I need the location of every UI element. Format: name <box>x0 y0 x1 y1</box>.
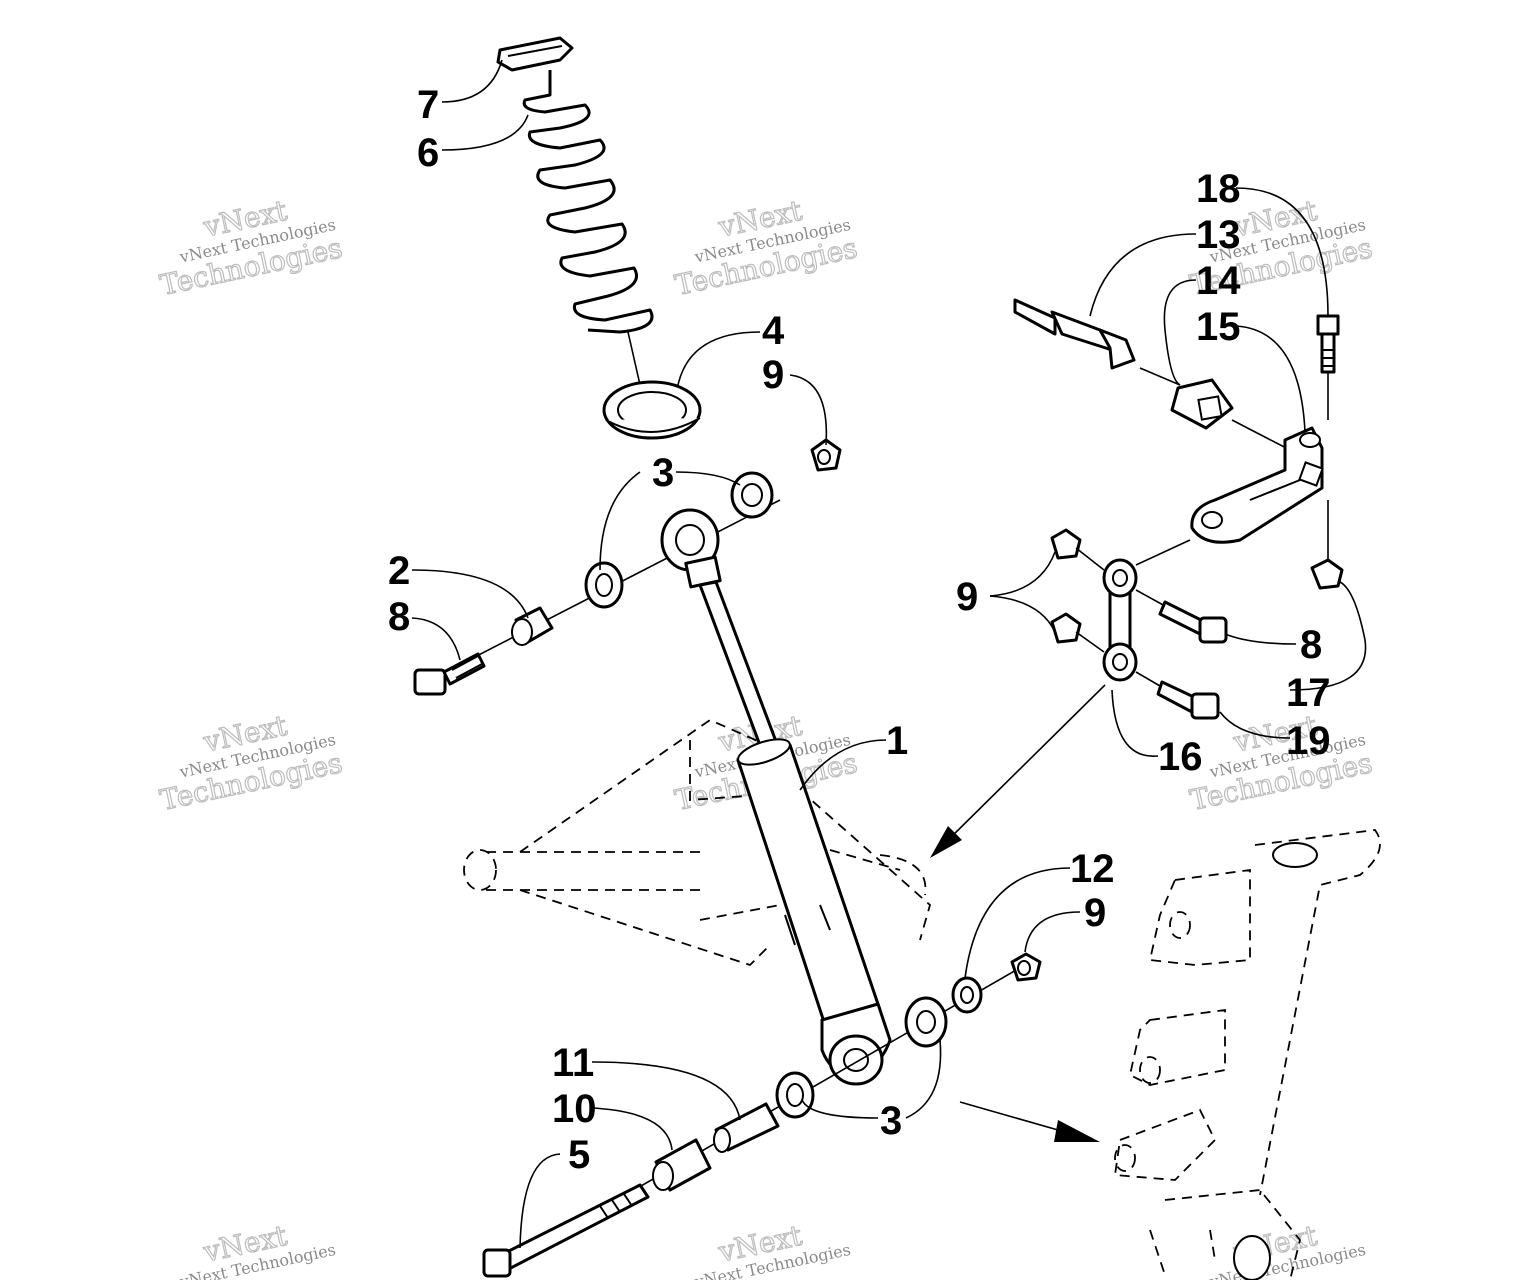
callout-11: 11 <box>552 1041 594 1085</box>
callout-8: 8 <box>388 595 410 639</box>
lower-hardware <box>482 952 1042 1278</box>
leader-lines <box>411 59 1367 1249</box>
callout-14: 14 <box>1196 259 1241 303</box>
watermark: vNext vNext Technologies Technologies <box>156 708 345 817</box>
callout-3: 3 <box>880 1099 902 1143</box>
spring-retainer <box>496 36 574 72</box>
callout-4: 4 <box>762 309 785 353</box>
arrow-icon <box>1054 1120 1100 1142</box>
shock-absorber <box>660 508 892 1086</box>
watermark: vNext vNext Technologies <box>177 1218 337 1280</box>
callout-16: 16 <box>1158 735 1203 779</box>
callout-7: 7 <box>417 83 439 127</box>
spring-seat <box>602 380 702 440</box>
callout-1: 1 <box>886 719 908 763</box>
sway-bar-linkage <box>1013 298 1344 720</box>
callout-9: 9 <box>956 575 978 619</box>
callout-10: 10 <box>552 1087 597 1131</box>
coil-spring <box>522 70 654 421</box>
callout-17: 17 <box>1286 671 1331 715</box>
callout-3: 3 <box>652 451 674 495</box>
callout-9: 9 <box>1084 891 1106 935</box>
knuckle-phantom <box>1113 829 1381 1280</box>
callout-13: 13 <box>1196 213 1241 257</box>
watermark: vNext vNext Technologies Technologies <box>156 193 345 302</box>
callout-6: 6 <box>417 131 439 175</box>
assembly-arrows <box>930 684 1106 1142</box>
callout-9: 9 <box>762 353 784 397</box>
upper-hardware <box>413 438 842 696</box>
a-arm-phantom <box>463 718 932 967</box>
watermark: vNext vNext Technologies <box>1207 1218 1367 1280</box>
arrow-icon <box>930 826 962 858</box>
watermark: vNext vNext Technologies Technologies <box>671 193 860 302</box>
watermark: vNext vNext Technologies <box>692 1218 852 1280</box>
callout-19: 19 <box>1286 719 1331 763</box>
callout-12: 12 <box>1070 847 1115 891</box>
callout-8: 8 <box>1300 623 1322 667</box>
callout-5: 5 <box>568 1133 590 1177</box>
callout-2: 2 <box>388 549 410 593</box>
callout-15: 15 <box>1196 305 1241 349</box>
callout-labels: 7 6 4 9 3 2 8 1 18 13 14 15 9 8 17 19 16… <box>388 83 1331 1177</box>
callout-18: 18 <box>1196 167 1241 211</box>
